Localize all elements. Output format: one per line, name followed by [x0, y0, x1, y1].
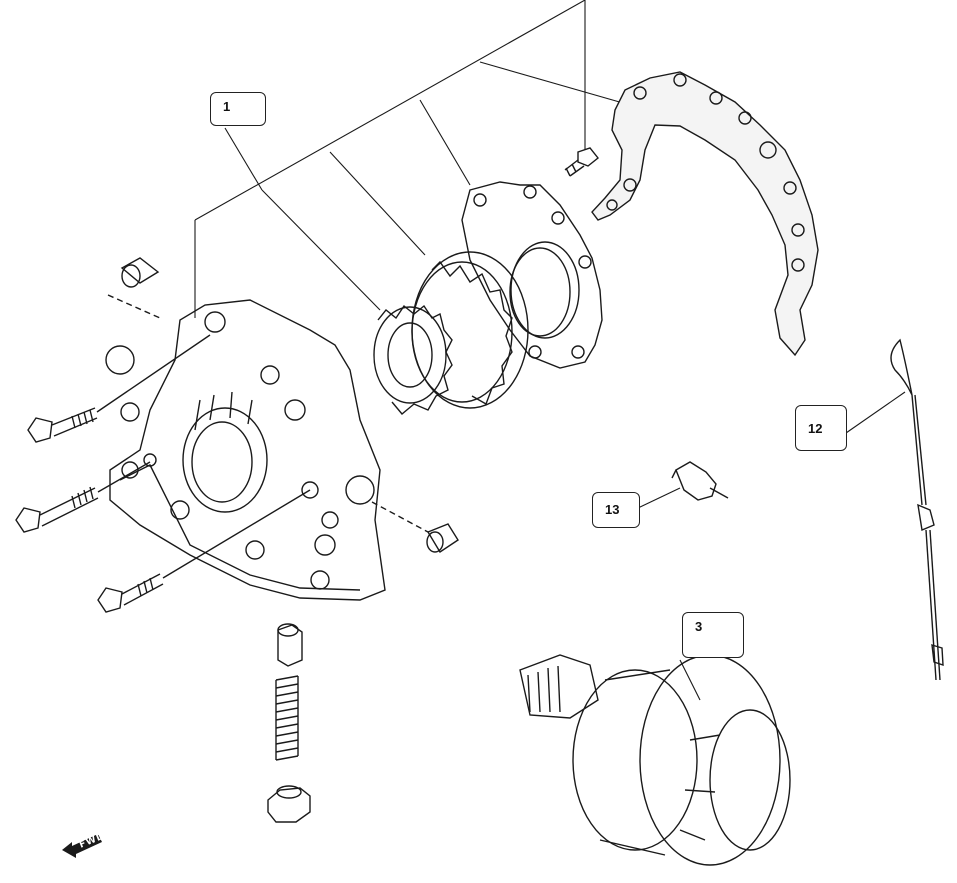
callout-part-13: 13 [592, 492, 640, 528]
oil-pump-body [106, 300, 385, 600]
oil-level-dipstick [891, 340, 943, 680]
bolt-upper [28, 335, 210, 442]
relief-valve-cap [268, 786, 310, 822]
relief-valve-plunger [278, 624, 302, 666]
oil-pressure-switch [672, 462, 728, 500]
cover-screw [565, 148, 598, 176]
arrow-left-icon [62, 834, 102, 858]
callout-text: 3 [695, 619, 703, 634]
callout-text: 12 [808, 421, 823, 436]
callout-part-3: 3 [682, 612, 744, 658]
callout-leaders [638, 392, 905, 700]
top-bracket-lines [195, 0, 630, 318]
blind-plug [372, 502, 458, 552]
inner-rotor [374, 306, 452, 414]
cover-gasket [592, 72, 818, 355]
callout-text: 13 [605, 502, 620, 517]
callout-part-1: 1 [210, 92, 266, 126]
pump-cover-plate [462, 182, 602, 368]
oil-filter [520, 655, 790, 865]
relief-valve-spring [276, 676, 298, 760]
bolt-middle [16, 462, 150, 532]
bushing-sleeve [108, 258, 160, 318]
callout-part-12: 12 [795, 405, 847, 451]
outer-rotor [412, 252, 528, 408]
callout-text: 1 [223, 99, 231, 114]
bolt-lower [98, 490, 310, 612]
